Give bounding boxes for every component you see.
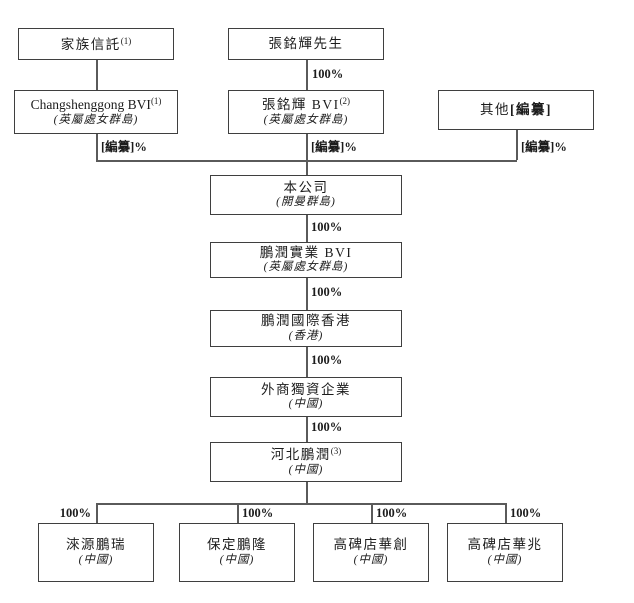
node-gaobeidian-huachuang: 高碑店華創 (中國): [313, 523, 429, 582]
connector-line: [96, 503, 98, 523]
node-wfoe: 外商獨資企業 (中國): [210, 377, 402, 417]
node-jurisdiction: (香港): [288, 329, 324, 342]
percentage-text: 100%: [311, 285, 343, 299]
node-jurisdiction: (開曼群島): [276, 196, 336, 209]
connector-line: [306, 215, 308, 242]
redacted-text: [編纂]: [311, 140, 345, 154]
connector-line: [505, 503, 507, 523]
footnote-superscript: (2): [339, 96, 351, 107]
percentage-text: %: [344, 140, 357, 154]
percentage-text: %: [554, 140, 567, 154]
node-label: 家族信託(1): [61, 36, 132, 53]
connector-line: [96, 60, 98, 90]
node-mr-zhang-minghui: 張銘輝先生: [228, 28, 384, 60]
ownership-label: 100%: [242, 506, 273, 520]
node-changshenggong-bvi: Changshenggong BVI(1) (英屬處女群島): [14, 90, 178, 134]
node-label: 河北鵬潤(3): [271, 446, 342, 463]
node-gaobeidian-huazhao: 高碑店華兆 (中國): [447, 523, 563, 582]
node-label: 高碑店華兆: [467, 537, 543, 553]
ownership-label: [編纂]%: [311, 140, 357, 154]
percentage-text: 100%: [510, 506, 542, 520]
connector-line: [96, 134, 98, 160]
node-label: 其他[編纂]: [480, 102, 552, 118]
node-laiyuan-pengrui: 淶源鵬瑞 (中國): [38, 523, 154, 582]
ownership-label: 100%: [311, 285, 342, 299]
percentage-text: 100%: [242, 506, 274, 520]
connector-line: [371, 503, 373, 523]
node-jurisdiction: (中國): [288, 398, 324, 411]
connector-line: [516, 130, 518, 160]
ownership-label: 100%: [311, 420, 342, 434]
node-name-text: Changshenggong BVI: [30, 97, 151, 113]
percentage-text: 100%: [311, 220, 343, 234]
ownership-label: 100%: [312, 67, 343, 81]
percentage-text: %: [134, 140, 147, 154]
connector-line: [306, 60, 308, 90]
node-jurisdiction: (中國): [78, 553, 114, 566]
node-label: 保定鵬隆: [207, 537, 267, 553]
node-zhang-minghui-bvi: 張銘輝 BVI(2) (英屬處女群島): [228, 90, 384, 134]
node-jurisdiction: (中國): [219, 553, 255, 566]
node-label: 張銘輝 BVI(2): [262, 96, 350, 113]
connector-line: [306, 134, 308, 175]
connector-line: [237, 503, 239, 523]
node-jurisdiction: (英屬處女群島): [263, 261, 349, 274]
node-jurisdiction: (英屬處女群島): [53, 113, 139, 126]
node-name-text: 張銘輝 BVI: [261, 97, 340, 113]
ownership-label: 100%: [36, 506, 91, 520]
percentage-text: 100%: [311, 420, 343, 434]
node-jurisdiction: (中國): [288, 463, 324, 476]
redacted-text: [編纂]: [101, 140, 135, 154]
percentage-text: 100%: [312, 67, 344, 81]
node-label: 張銘輝先生: [268, 36, 344, 52]
percentage-text: 100%: [59, 506, 91, 520]
footnote-superscript: (3): [330, 446, 342, 457]
node-name-text: 家族信託: [60, 36, 121, 52]
node-others: 其他[編纂]: [438, 90, 594, 130]
node-jurisdiction: (中國): [353, 553, 389, 566]
percentage-text: 100%: [376, 506, 408, 520]
ownership-label: [編纂]%: [521, 140, 567, 154]
redacted-text: [編纂]: [510, 102, 552, 118]
node-label: 高碑店華創: [333, 537, 409, 553]
node-pengrun-industrial-bvi: 鵬潤實業 BVI (英屬處女群島): [210, 242, 402, 278]
footnote-superscript: (1): [120, 35, 132, 46]
redacted-text: [編纂]: [521, 140, 555, 154]
percentage-text: 100%: [311, 353, 343, 367]
connector-line: [96, 160, 517, 162]
node-the-company: 本公司 (開曼群島): [210, 175, 402, 215]
node-name-text: 其他: [480, 102, 510, 118]
node-name-text: 河北鵬潤: [270, 447, 331, 463]
ownership-label: [編纂]%: [101, 140, 147, 154]
ownership-label: 100%: [376, 506, 407, 520]
connector-line: [306, 417, 308, 442]
footnote-superscript: (1): [150, 96, 162, 107]
node-label: Changshenggong BVI(1): [31, 96, 162, 113]
node-jurisdiction: (英屬處女群島): [263, 113, 349, 126]
node-label: 淶源鵬瑞: [66, 537, 126, 553]
connector-line: [306, 347, 308, 377]
node-label: 外商獨資企業: [261, 381, 351, 397]
node-hebei-pengrun: 河北鵬潤(3) (中國): [210, 442, 402, 482]
node-label: 鵬潤國際香港: [261, 313, 351, 329]
node-label: 鵬潤實業 BVI: [259, 244, 353, 260]
ownership-label: 100%: [510, 506, 541, 520]
connector-line: [306, 278, 308, 310]
ownership-label: 100%: [311, 220, 342, 234]
node-label: 本公司: [283, 179, 329, 195]
connector-line: [306, 482, 308, 503]
node-family-trust: 家族信託(1): [18, 28, 174, 60]
node-pengrun-international-hk: 鵬潤國際香港 (香港): [210, 310, 402, 347]
ownership-label: 100%: [311, 353, 342, 367]
node-baoding-penglong: 保定鵬隆 (中國): [179, 523, 295, 582]
connector-line: [96, 503, 506, 505]
node-jurisdiction: (中國): [487, 553, 523, 566]
